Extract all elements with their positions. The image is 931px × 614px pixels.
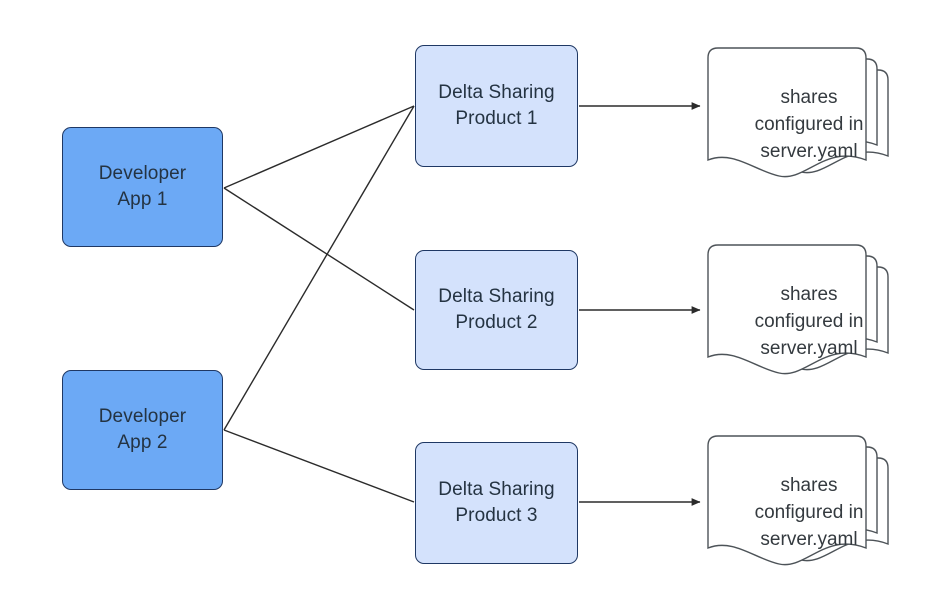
- document-stack-shares-3[interactable]: shares configured in server.yaml: [707, 435, 889, 586]
- edge-app1-prod1: [223, 105, 415, 189]
- document-sheet: [707, 435, 867, 566]
- edge-app2-prod3: [223, 429, 415, 503]
- node-delta-sharing-product-1[interactable]: Delta Sharing Product 1: [415, 45, 578, 167]
- document-label: shares configured in server.yaml: [754, 284, 864, 359]
- document-stack-shape: [707, 435, 889, 566]
- document-stack-shape: [707, 244, 889, 375]
- document-stack-shape: [707, 47, 889, 178]
- edge-app1-prod2: [223, 187, 415, 311]
- document-stack-shares-2[interactable]: shares configured in server.yaml: [707, 244, 889, 395]
- document-stack-shares-1[interactable]: shares configured in server.yaml: [707, 47, 889, 198]
- node-developer-app-2[interactable]: Developer App 2: [62, 370, 223, 490]
- node-developer-app-1[interactable]: Developer App 1: [62, 127, 223, 247]
- node-delta-sharing-product-3[interactable]: Delta Sharing Product 3: [415, 442, 578, 564]
- document-label: shares configured in server.yaml: [754, 87, 864, 162]
- document-label: shares configured in server.yaml: [754, 475, 864, 550]
- document-sheet: [707, 47, 867, 178]
- edge-app2-prod1: [223, 105, 415, 431]
- document-sheet: [707, 244, 867, 375]
- node-delta-sharing-product-2[interactable]: Delta Sharing Product 2: [415, 250, 578, 370]
